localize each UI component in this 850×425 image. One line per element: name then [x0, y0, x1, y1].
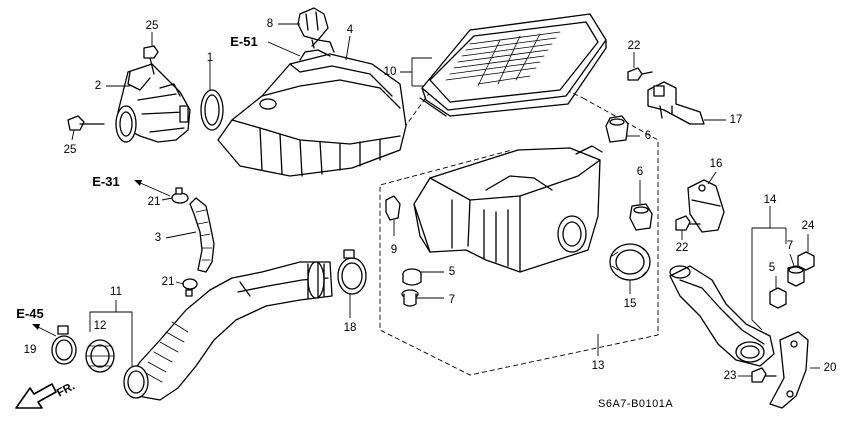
bracket-part-17	[647, 81, 705, 125]
resonator-tube-part-14	[669, 265, 775, 367]
callout-7-center: 7	[448, 294, 456, 306]
callout-5-right: 5	[768, 262, 776, 274]
callout-22-top: 22	[627, 40, 641, 52]
seal-part-15	[609, 243, 651, 281]
clamp-part-18	[337, 249, 367, 295]
bolt-part-22-top	[627, 67, 653, 81]
grommet-part-6-lower	[629, 203, 653, 231]
callout-17: 17	[729, 114, 743, 126]
collar-part-7	[401, 289, 419, 307]
diagram-code: S6A7-B0101A	[598, 398, 674, 410]
leader-lines	[32, 23, 820, 377]
intake-tube-part-11	[123, 261, 333, 401]
grommet-part-6-upper	[605, 115, 629, 143]
clip-part-9	[385, 195, 401, 221]
bracket-part-20	[769, 331, 809, 409]
callout-9: 9	[390, 244, 398, 256]
ref-label-e51: E-51	[230, 34, 258, 49]
callout-7-right: 7	[786, 240, 794, 252]
callout-20: 20	[823, 362, 837, 374]
gasket-ring-part-1	[200, 89, 224, 131]
callout-10: 10	[383, 66, 397, 78]
clamp-part-21-lower	[182, 278, 198, 297]
callout-2: 2	[94, 80, 102, 92]
cap-part-24	[797, 251, 815, 271]
callout-16: 16	[709, 158, 723, 170]
housing-cover-part-4	[217, 39, 407, 177]
collar-part-7-right	[787, 265, 805, 287]
callout-25-left: 25	[63, 144, 77, 156]
callout-21-upper: 21	[147, 196, 161, 208]
callout-5-center: 5	[448, 266, 456, 278]
callout-24: 24	[801, 220, 815, 232]
clamp-part-21-upper	[171, 187, 189, 204]
bolt-part-22-right	[675, 215, 701, 231]
callout-6-lower: 6	[636, 166, 644, 178]
ref-label-e45: E-45	[16, 306, 44, 321]
callout-19: 19	[23, 344, 37, 356]
callout-15: 15	[623, 298, 637, 310]
callout-1: 1	[206, 52, 214, 64]
callout-22-right: 22	[675, 242, 689, 254]
air-filter-part-10	[419, 13, 607, 117]
callout-12: 12	[93, 320, 107, 332]
callout-11: 11	[110, 286, 122, 298]
grommet-part-5	[402, 268, 422, 286]
bolt-part-25-top	[143, 45, 159, 75]
callout-4: 4	[346, 24, 354, 36]
air-cleaner-case	[413, 145, 603, 273]
grommet-part-5-right	[769, 287, 787, 309]
front-direction-arrow	[15, 383, 57, 409]
clamp-part-19	[51, 325, 77, 365]
bolt-part-23	[751, 367, 777, 383]
callout-14: 14	[763, 194, 777, 206]
sensor-part-8	[297, 7, 329, 49]
callout-25-top: 25	[145, 20, 159, 32]
callout-23: 23	[723, 370, 737, 382]
hose-part-3	[189, 197, 215, 273]
bolt-part-25-left	[67, 115, 105, 131]
ref-label-e31: E-31	[92, 174, 120, 189]
bracket-part-16	[687, 179, 725, 233]
callout-13: 13	[591, 360, 605, 372]
callout-6-upper: 6	[644, 130, 652, 142]
callout-18: 18	[343, 322, 357, 334]
callout-3: 3	[154, 232, 162, 244]
joint-part-12	[85, 339, 115, 373]
intake-duct-part-2	[115, 63, 191, 143]
callout-21-lower: 21	[161, 276, 175, 288]
callout-8: 8	[266, 18, 274, 30]
